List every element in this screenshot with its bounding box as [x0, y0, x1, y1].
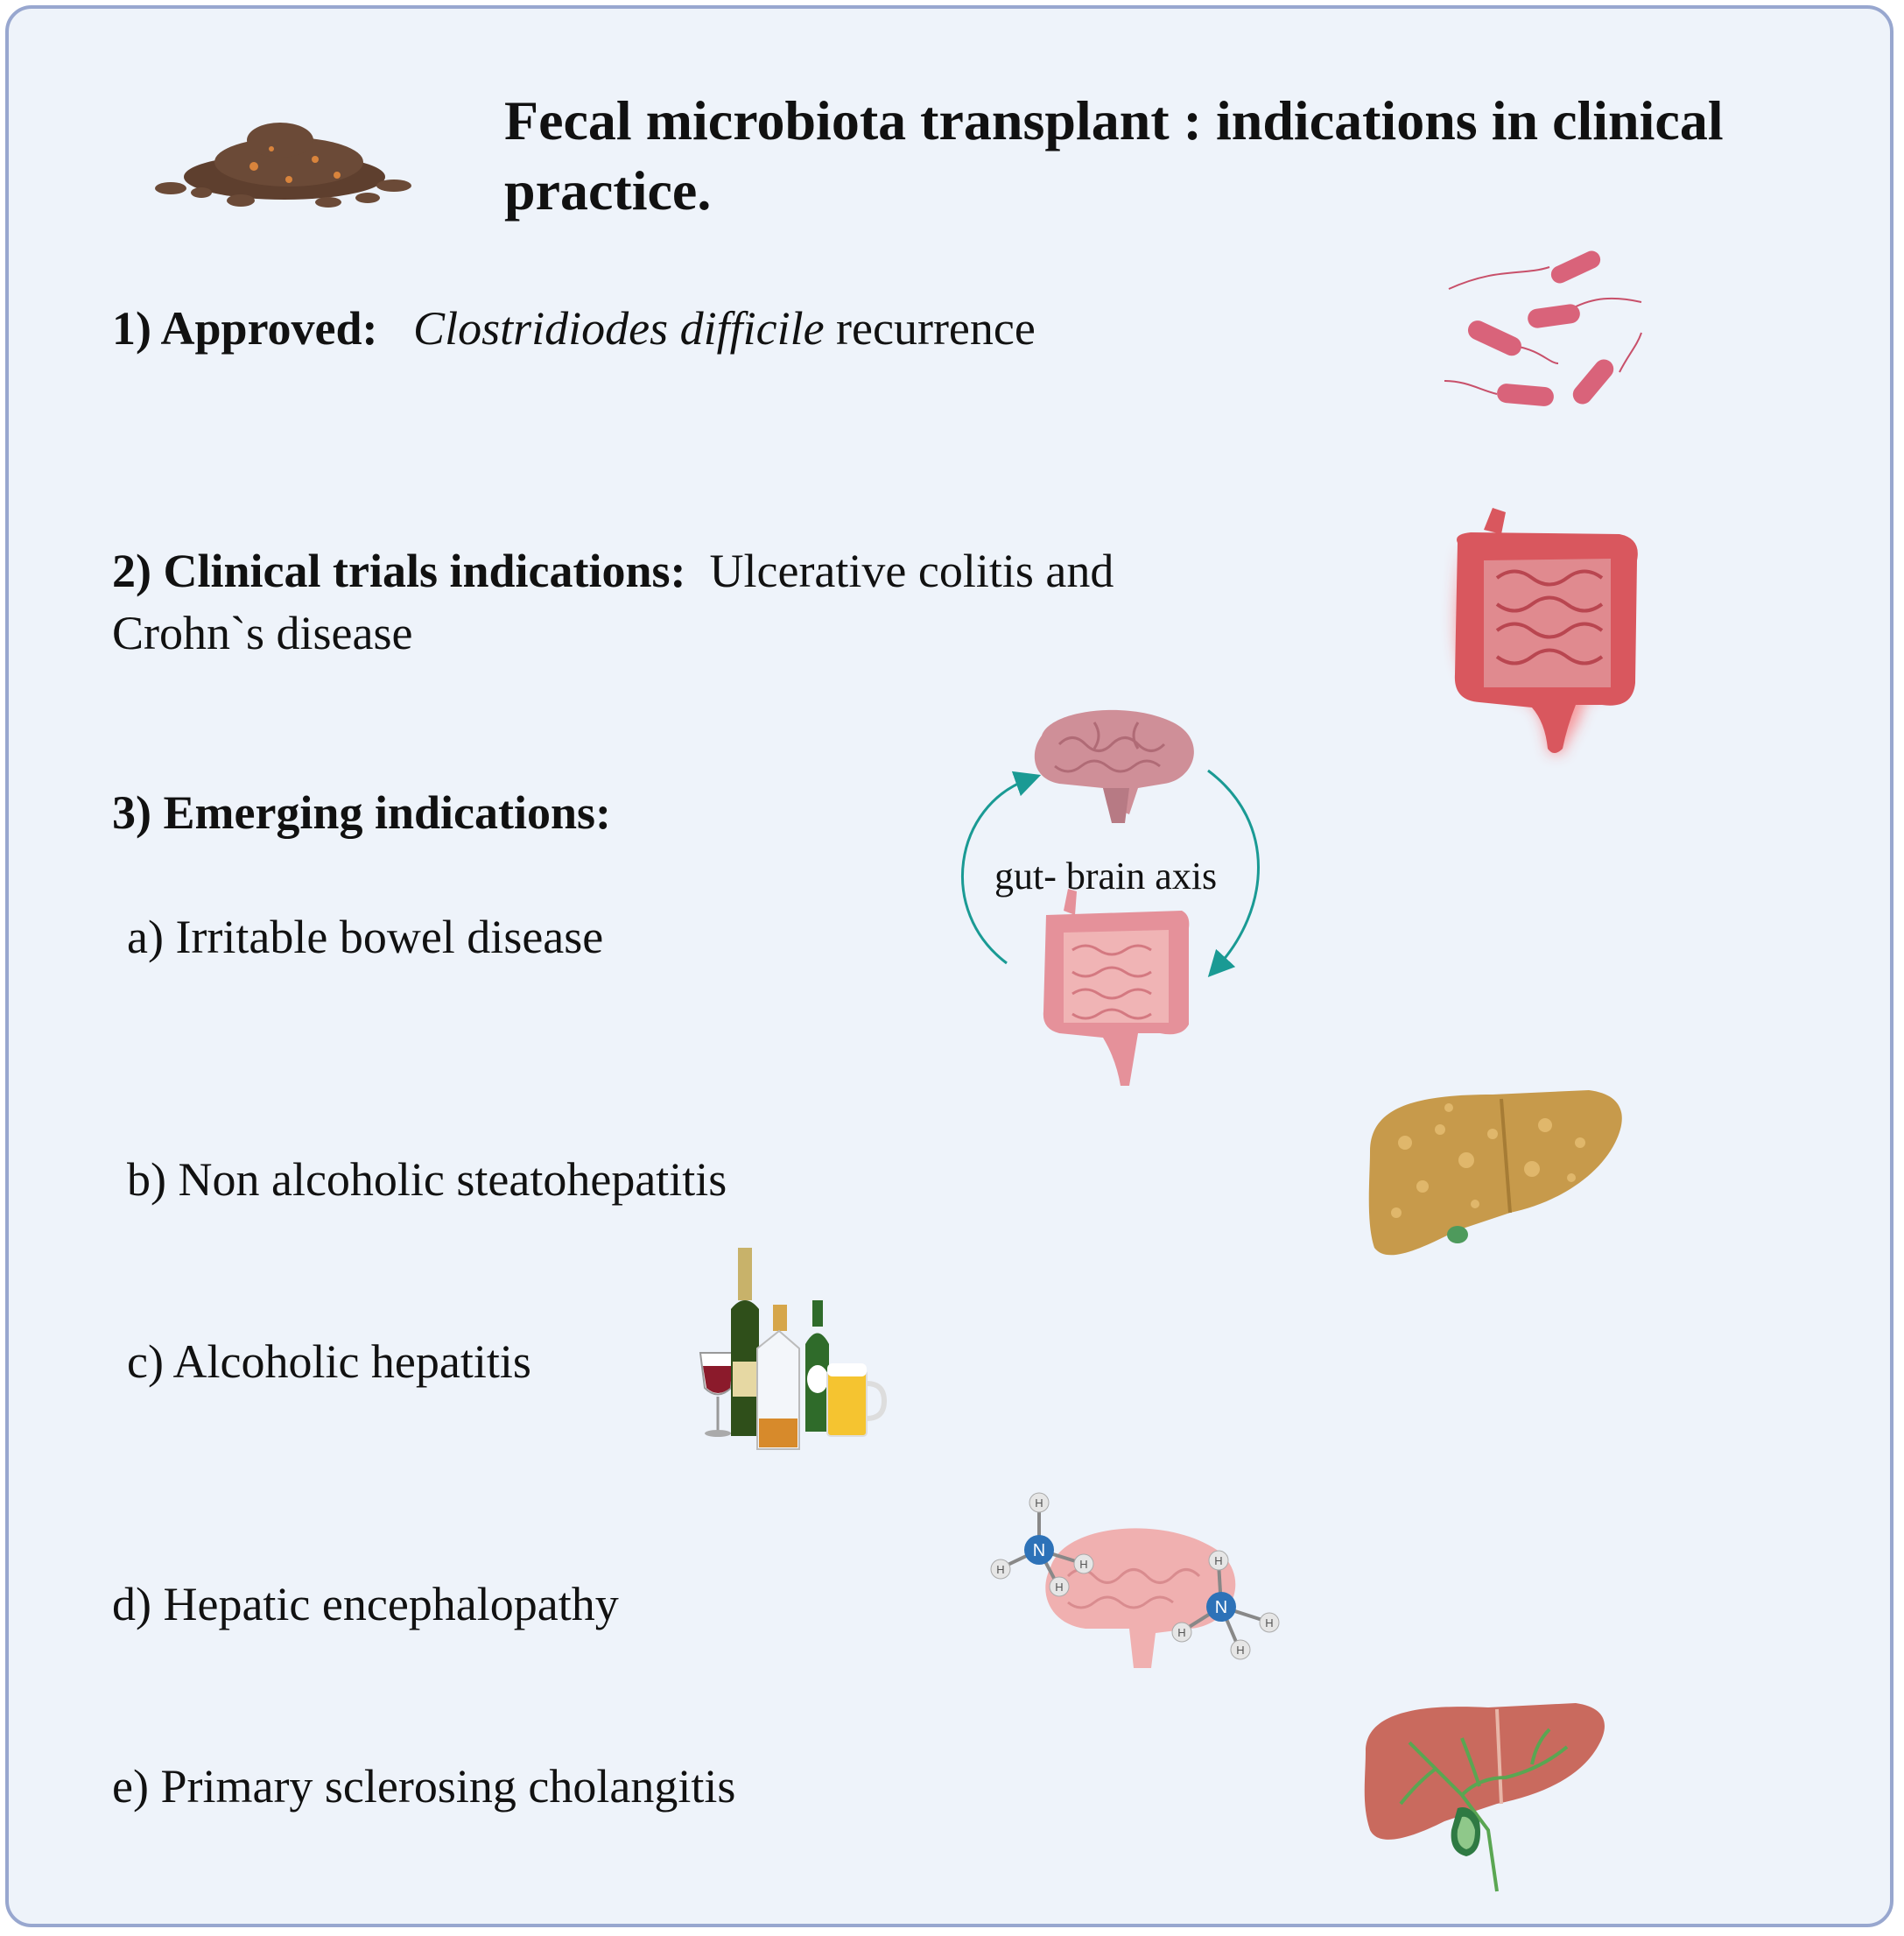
svg-text:H: H — [996, 1563, 1004, 1576]
svg-text:N: N — [1033, 1541, 1045, 1560]
page-title: Fecal microbiota transplant : indication… — [504, 89, 1724, 222]
emerging-item-b: b) Non alcoholic steatohepatitis — [127, 1153, 727, 1206]
stool-icon — [155, 123, 411, 208]
approved-row: 1) Approved: Clostridiodes difficile rec… — [112, 298, 1036, 359]
svg-text:H: H — [1055, 1580, 1063, 1594]
infographic-panel — [5, 5, 1893, 1927]
svg-text:N: N — [1215, 1598, 1227, 1617]
trials-condition-line1: Ulcerative colitis and — [709, 545, 1114, 597]
inflamed-colon-icon — [1454, 508, 1638, 753]
emerging-item-e: e) Primary sclerosing cholangitis — [112, 1760, 736, 1813]
alcohol-bottles-icon — [699, 1248, 888, 1450]
ammonia-molecule-right: N H H H H — [1171, 1550, 1280, 1660]
ammonia-molecule-left: N H H H H — [990, 1492, 1094, 1597]
bacteria-icon — [1444, 250, 1642, 406]
liver-bile-duct-icon — [1364, 1703, 1605, 1892]
svg-text:H: H — [1265, 1616, 1273, 1630]
gut-brain-axis-diagram — [961, 709, 1260, 1086]
fatty-liver-icon — [1368, 1090, 1622, 1256]
ammonia-brain-icon: N H H H H N H H H H — [990, 1492, 1280, 1668]
gut-brain-axis-label: gut- brain axis — [994, 855, 1218, 898]
svg-text:H: H — [1177, 1626, 1185, 1639]
emerging-item-c: c) Alcoholic hepatitis — [127, 1335, 531, 1388]
trials-row: 2) Clinical trials indications: Ulcerati… — [112, 540, 1114, 602]
brain-icon — [1034, 709, 1194, 823]
approved-species: Clostridiodes difficile — [413, 302, 825, 355]
emerging-item-d: d) Hepatic encephalopathy — [112, 1578, 619, 1630]
approved-condition: recurrence — [836, 302, 1036, 355]
svg-text:H: H — [1035, 1496, 1043, 1510]
intestine-icon — [1043, 889, 1190, 1086]
emerging-item-a: a) Irritable bowel disease — [127, 911, 604, 963]
trials-label: 2) Clinical trials indications: — [112, 545, 686, 597]
svg-text:H: H — [1079, 1558, 1087, 1571]
approved-label: 1) Approved: — [112, 302, 378, 355]
emerging-label: 3) Emerging indications: — [112, 786, 612, 839]
trials-condition-line2: Crohn`s disease — [112, 607, 413, 659]
svg-text:H: H — [1236, 1644, 1244, 1657]
svg-text:H: H — [1214, 1554, 1222, 1567]
